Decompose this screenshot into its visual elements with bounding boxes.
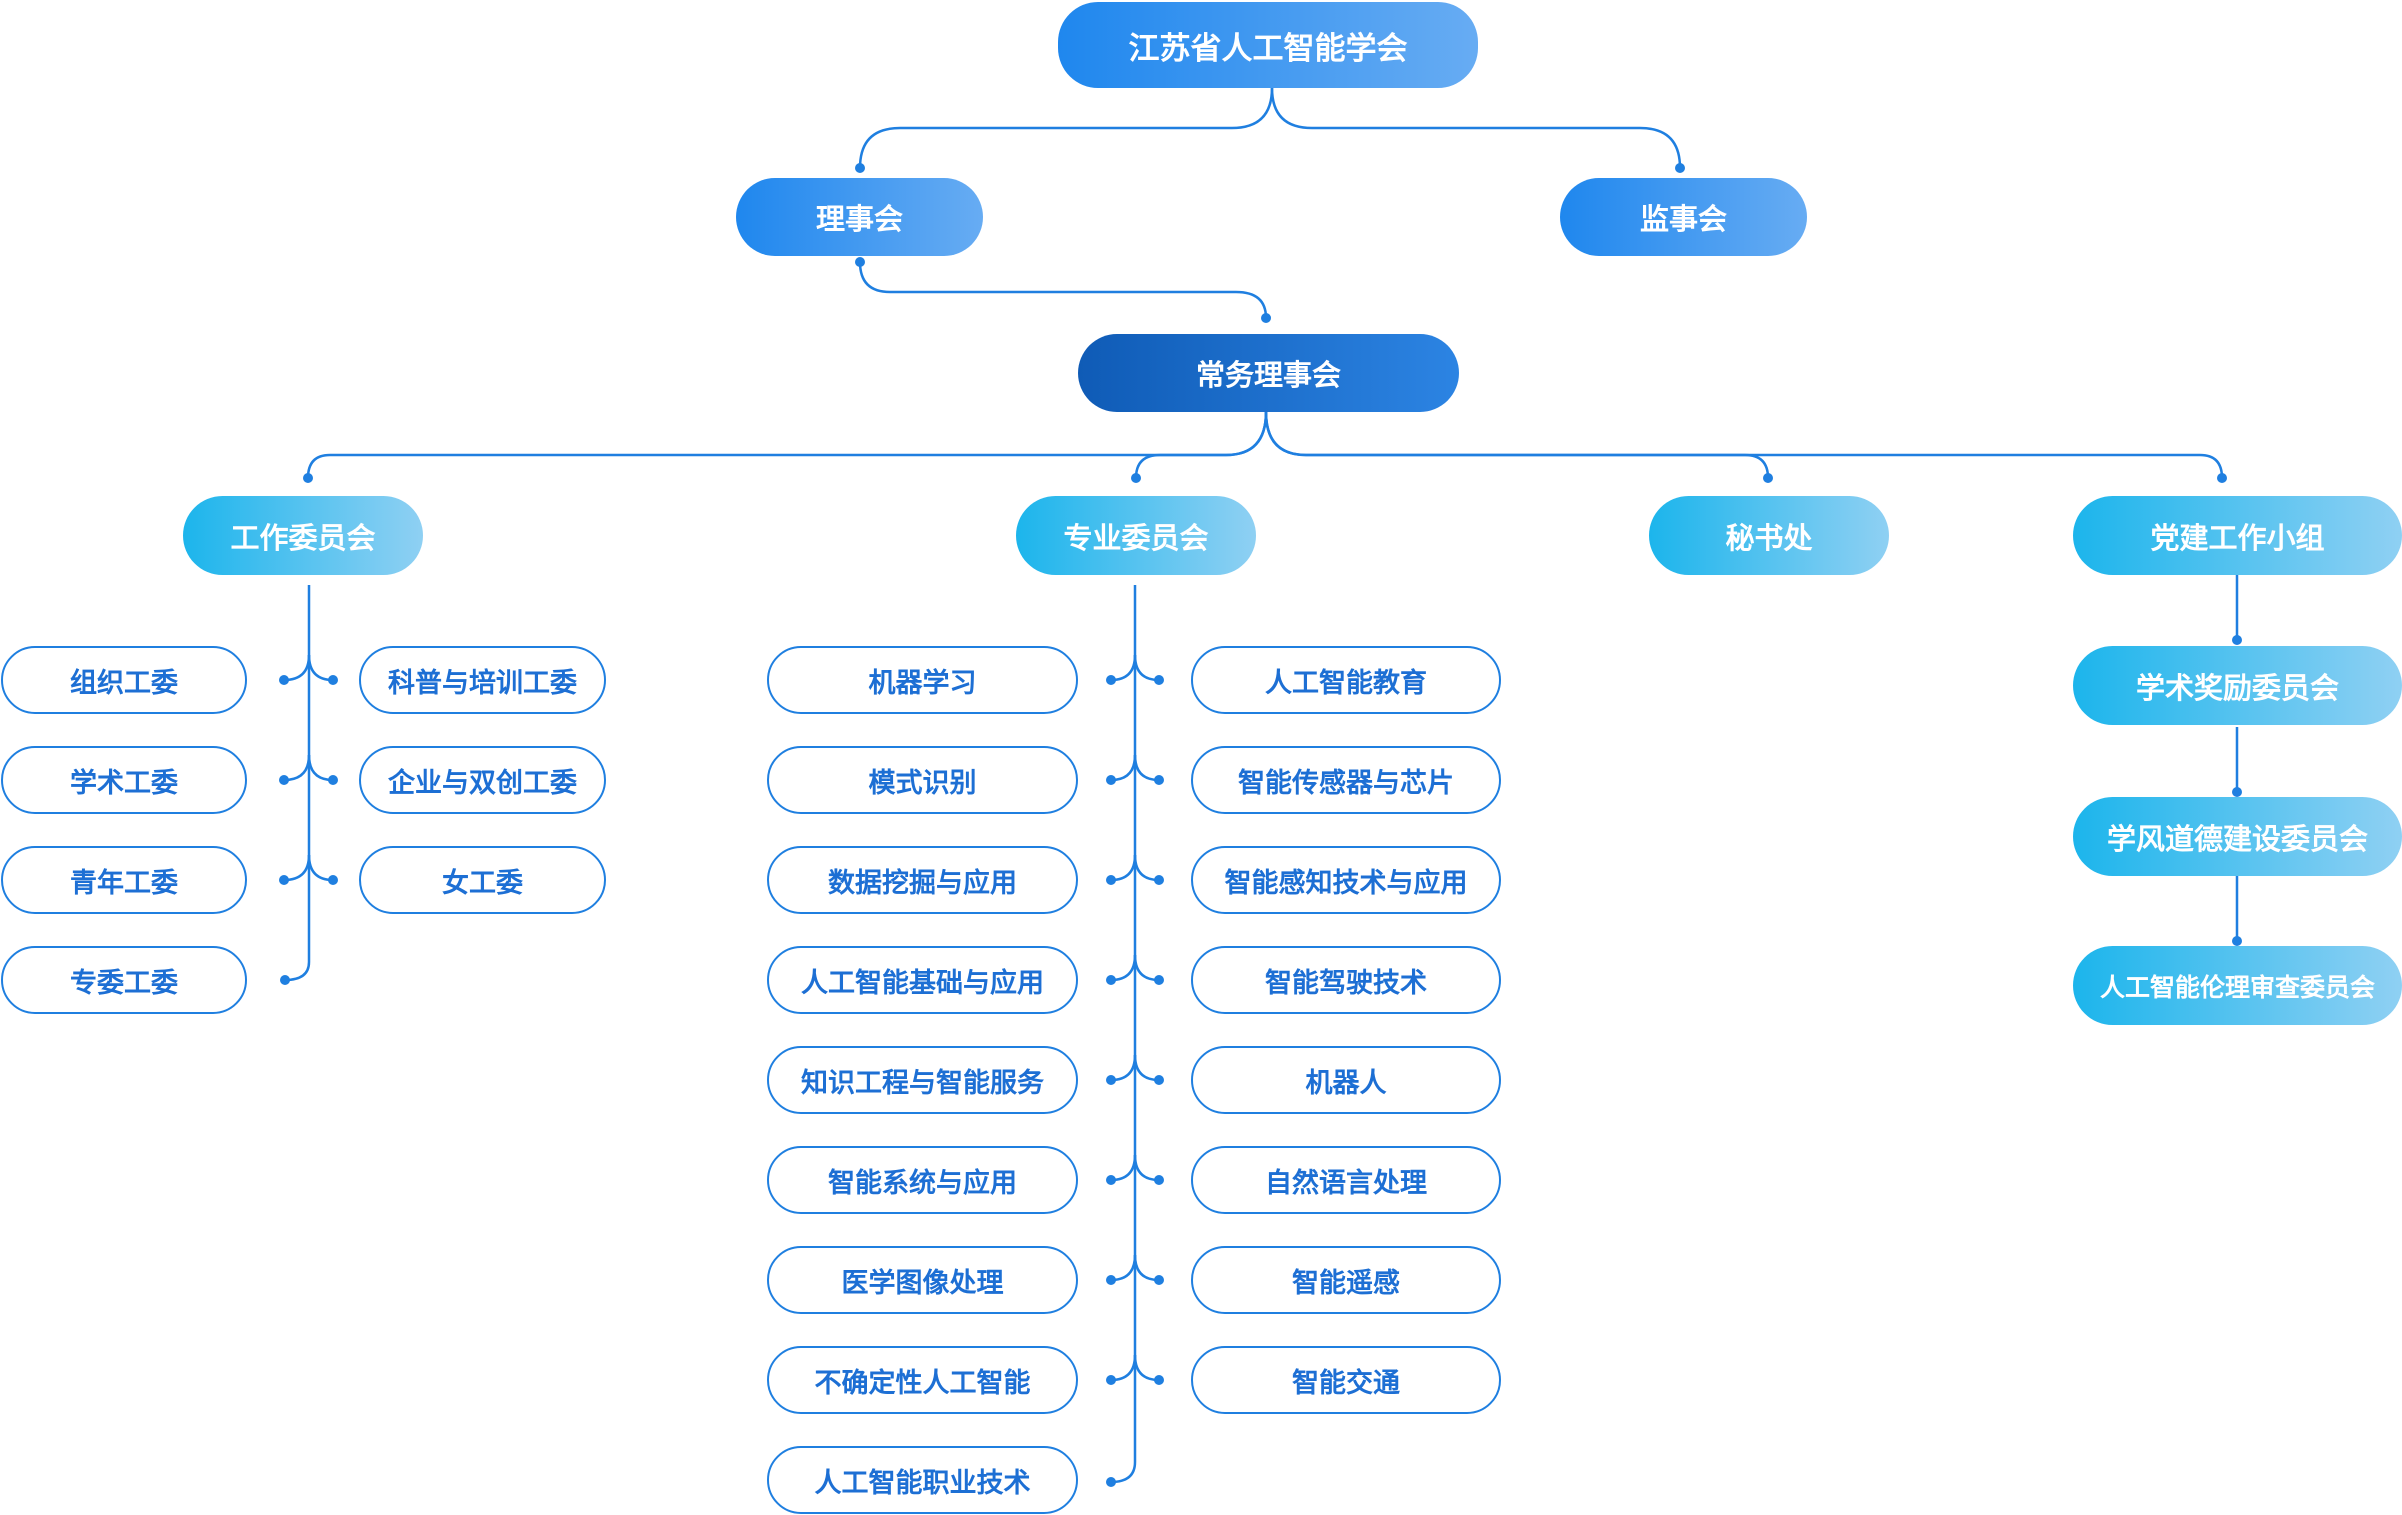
pro-left-item: 医学图像处理 [767, 1246, 1078, 1314]
pro-right-item: 人工智能教育 [1191, 646, 1501, 714]
supervisory-node: 监事会 [1560, 178, 1807, 256]
party-item: 学术奖励委员会 [2073, 646, 2402, 725]
pro-left-item: 数据挖掘与应用 [767, 846, 1078, 914]
pro-left-item: 知识工程与智能服务 [767, 1046, 1078, 1114]
professional-committee-node: 专业委员会 [1016, 496, 1256, 575]
pro-left-item: 机器学习 [767, 646, 1078, 714]
party-item: 人工智能伦理审查委员会 [2073, 946, 2402, 1025]
pro-left-item: 智能系统与应用 [767, 1146, 1078, 1214]
pro-left-item: 不确定性人工智能 [767, 1346, 1078, 1414]
pro-right-item: 智能交通 [1191, 1346, 1501, 1414]
party-item: 学风道德建设委员会 [2073, 797, 2402, 876]
standing-council-node: 常务理事会 [1078, 334, 1459, 412]
pro-right-item: 智能感知技术与应用 [1191, 846, 1501, 914]
council-node: 理事会 [736, 178, 983, 256]
pro-right-item: 智能驾驶技术 [1191, 946, 1501, 1014]
pro-left-item: 模式识别 [767, 746, 1078, 814]
party-group-node: 党建工作小组 [2073, 496, 2402, 575]
work-left-item: 学术工委 [1, 746, 247, 814]
work-left-item: 专委工委 [1, 946, 247, 1014]
work-right-item: 女工委 [359, 846, 606, 914]
work-committee-node: 工作委员会 [183, 496, 423, 575]
pro-right-item: 智能遥感 [1191, 1246, 1501, 1314]
pro-right-item: 智能传感器与芯片 [1191, 746, 1501, 814]
secretariat-node: 秘书处 [1649, 496, 1889, 575]
root-node: 江苏省人工智能学会 [1058, 2, 1478, 88]
pro-right-item: 机器人 [1191, 1046, 1501, 1114]
work-right-item: 科普与培训工委 [359, 646, 606, 714]
pro-left-item: 人工智能职业技术 [767, 1446, 1078, 1514]
work-right-item: 企业与双创工委 [359, 746, 606, 814]
work-left-item: 组织工委 [1, 646, 247, 714]
pro-right-item: 自然语言处理 [1191, 1146, 1501, 1214]
pro-left-item: 人工智能基础与应用 [767, 946, 1078, 1014]
work-left-item: 青年工委 [1, 846, 247, 914]
